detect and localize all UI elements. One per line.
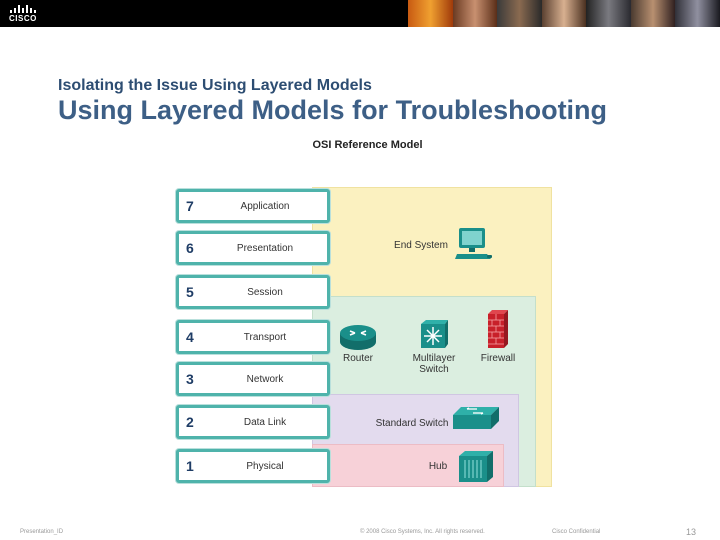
footer-copyright: © 2008 Cisco Systems, Inc. All rights re…: [360, 529, 485, 535]
layer-name: Session: [247, 287, 283, 298]
photo-4: [541, 0, 587, 27]
layer-name: Presentation: [236, 243, 294, 254]
layer-number: 5: [186, 284, 194, 300]
osi-layer-6: 6 Presentation: [176, 231, 330, 265]
end-system-label: End System: [394, 240, 448, 251]
layer-number: 3: [186, 371, 194, 387]
page-number: 13: [686, 527, 697, 537]
multilayer-switch-icon: [421, 320, 448, 348]
top-banner: CISCO: [0, 0, 720, 27]
router-label: Router: [342, 353, 373, 364]
slide-subtitle: Isolating the Issue Using Layered Models: [58, 77, 372, 94]
layer-name: Application: [240, 201, 290, 212]
layer-number: 4: [186, 329, 194, 345]
photo-1: [408, 0, 453, 27]
firewall-label: Firewall: [480, 353, 516, 364]
layer-number: 6: [186, 240, 194, 256]
diagram-title: OSI Reference Model: [312, 139, 423, 151]
photo-3: [497, 0, 542, 27]
multilayer-switch-label-line1: Multilayer: [412, 353, 456, 364]
header-photo-strip: [408, 0, 720, 27]
photo-6: [630, 0, 676, 27]
layer-name: Network: [246, 374, 284, 385]
hub-icon: [459, 451, 493, 482]
layer-name: Transport: [243, 332, 287, 343]
standard-switch-label: Standard Switch: [375, 418, 449, 429]
osi-layer-1: 1 Physical: [176, 449, 330, 483]
footer-presentation-id: Presentation_ID: [20, 529, 64, 535]
osi-layer-3: 3 Network: [176, 362, 330, 396]
layer-number: 2: [186, 414, 194, 430]
osi-layer-5: 5 Session: [176, 275, 330, 309]
layer-name: Physical: [246, 461, 284, 472]
layer-number: 7: [186, 198, 194, 214]
photo-7: [675, 0, 720, 27]
slide-title: Using Layered Models for Troubleshooting: [58, 95, 608, 125]
footer-confidential: Cisco Confidential: [552, 529, 601, 535]
osi-layer-4: 4 Transport: [176, 320, 330, 354]
computer-icon: [455, 228, 492, 259]
multilayer-switch-label: Multilayer Switch: [403, 353, 465, 375]
photo-5: [586, 0, 631, 27]
layer-number: 1: [186, 458, 194, 474]
switch-icon: [453, 407, 499, 429]
photo-2: [452, 0, 498, 27]
multilayer-switch-label-line2: Switch: [419, 364, 449, 375]
cisco-logo: CISCO: [8, 4, 42, 24]
logo-text: CISCO: [9, 14, 37, 23]
router-icon: [340, 325, 376, 350]
layer-name: Data Link: [243, 417, 287, 428]
hub-label: Hub: [428, 461, 448, 472]
osi-layer-2: 2 Data Link: [176, 405, 330, 439]
firewall-icon: [488, 310, 508, 348]
osi-layer-7: 7 Application: [176, 189, 330, 223]
